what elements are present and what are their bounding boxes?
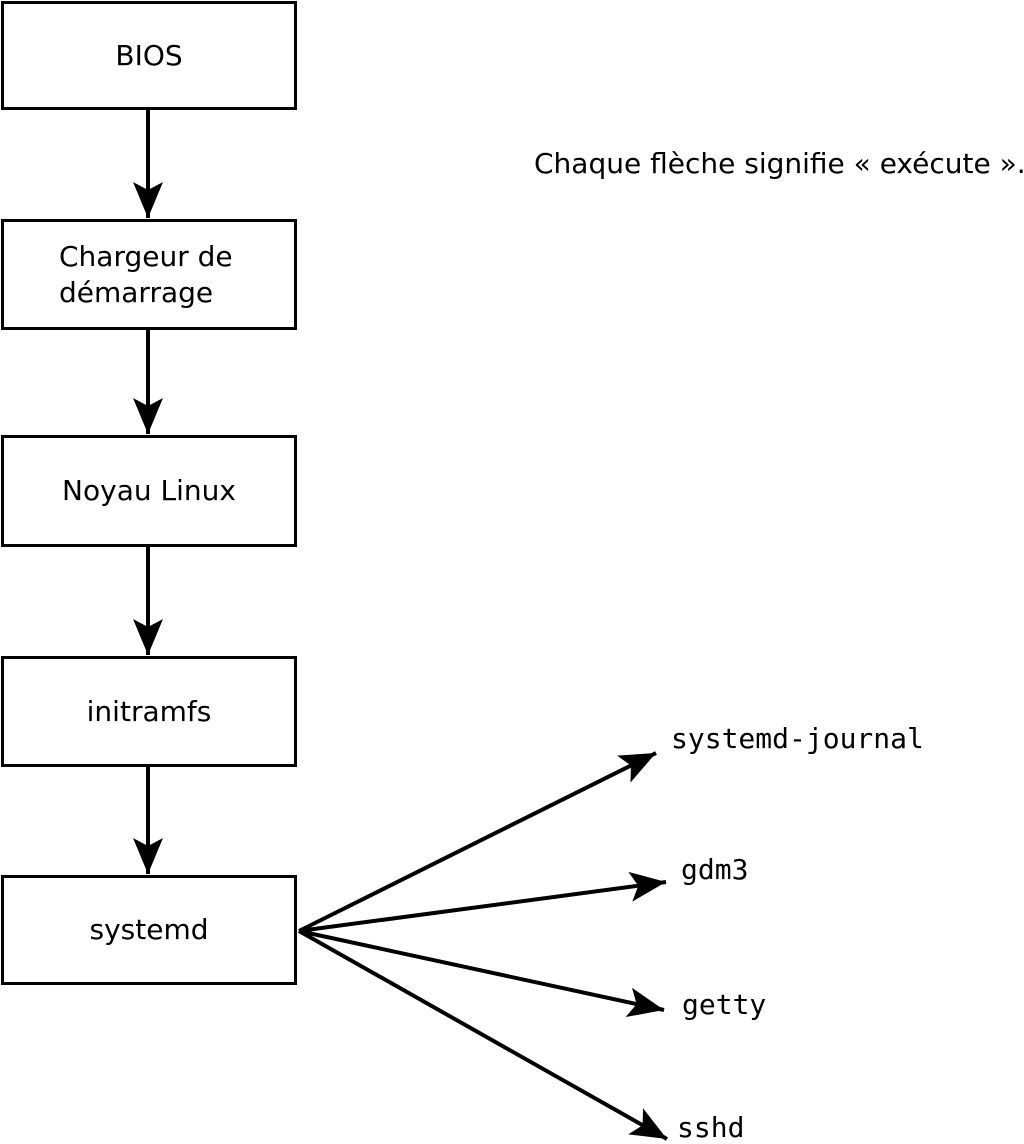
arrow-systemd-to-getty — [298, 929, 665, 1018]
node-bootloader-label: Chargeur de démarrage — [59, 239, 233, 309]
node-kernel: Noyau Linux — [1, 435, 297, 547]
arrow-systemd-to-gdm3 — [298, 871, 667, 933]
arrow-systemd-to-sshd — [298, 929, 668, 1141]
node-bootloader: Chargeur de démarrage — [1, 219, 297, 330]
node-bios-label: BIOS — [115, 38, 183, 72]
child-label-systemd-journal: systemd-journal — [671, 722, 924, 755]
legend-note: Chaque flèche signifie « exécute ». — [534, 147, 1024, 180]
node-systemd: systemd — [1, 875, 297, 985]
node-bios: BIOS — [1, 1, 297, 110]
child-label-sshd: sshd — [677, 1111, 745, 1144]
arrow-systemd-to-systemd-journal — [298, 751, 657, 933]
node-kernel-label: Noyau Linux — [62, 474, 236, 507]
child-label-getty: getty — [682, 988, 767, 1021]
child-label-gdm3: gdm3 — [681, 853, 749, 886]
node-initramfs: initramfs — [1, 656, 297, 767]
node-initramfs-label: initramfs — [86, 694, 212, 728]
node-systemd-label: systemd — [89, 913, 209, 946]
